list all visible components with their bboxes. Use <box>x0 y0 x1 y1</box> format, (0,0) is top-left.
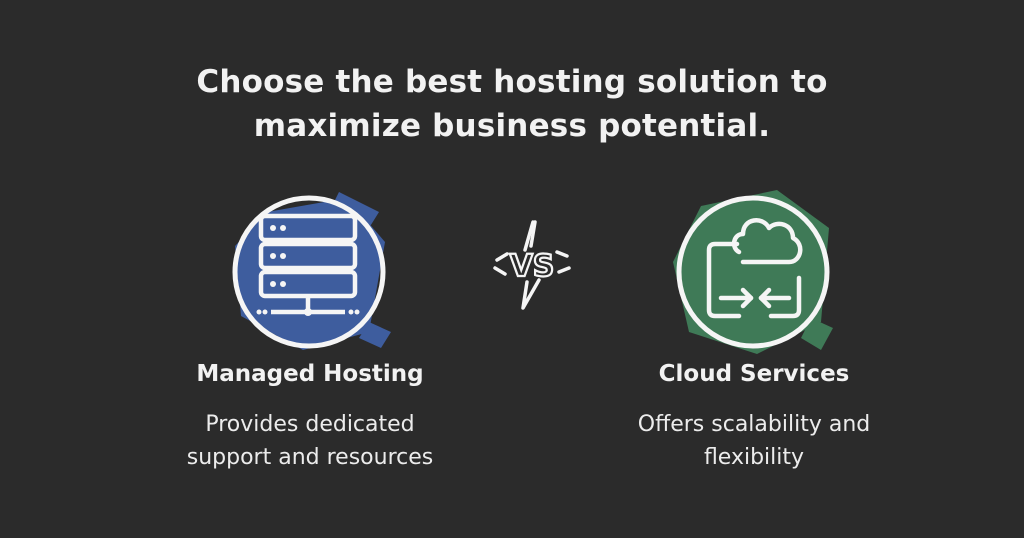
title-line-2: maximize business potential. <box>253 108 771 144</box>
cloud-services-description-line-2: flexibility <box>703 445 805 470</box>
managed-hosting-description-line-2: support and resources <box>186 445 434 470</box>
server-rack-icon <box>219 182 399 362</box>
vs-label: VS <box>510 249 555 284</box>
managed-hosting-title: Managed Hosting <box>196 361 424 387</box>
cloud-services-description-line-1: Offers scalability and <box>637 412 871 437</box>
managed-hosting-description: Provides dedicated support and resources <box>140 408 480 474</box>
title-line-1: Choose the best hosting solution to <box>196 64 828 100</box>
cloud-services-description: Offers scalability and flexibility <box>584 408 924 474</box>
cloud-transfer-icon <box>661 182 841 362</box>
cloud-services-title: Cloud Services <box>658 361 850 387</box>
vs-badge: VS <box>487 216 577 312</box>
managed-hosting-description-line-1: Provides dedicated <box>205 412 415 437</box>
page-title: Choose the best hosting solution to maxi… <box>0 60 1024 148</box>
